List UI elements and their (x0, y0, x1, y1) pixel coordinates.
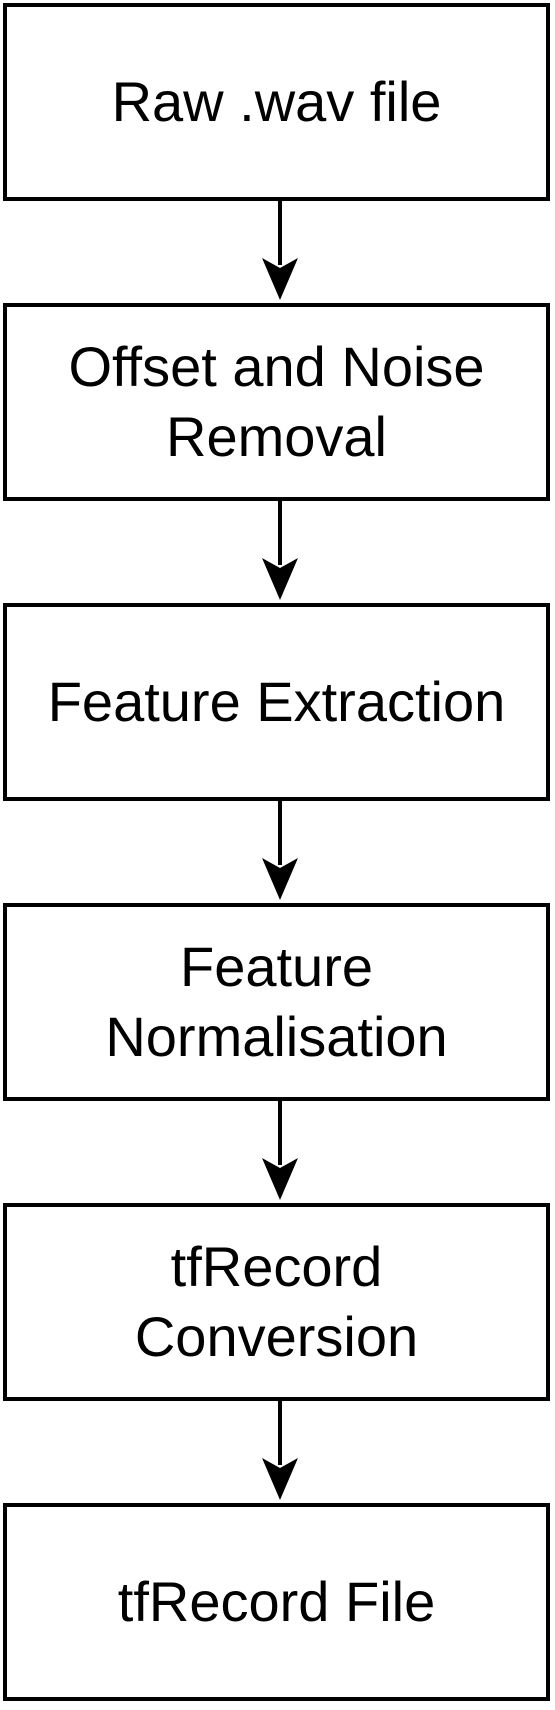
step-label: Offset and Noise Removal (68, 335, 485, 468)
step-tfrecord-file: tfRecord File (3, 1503, 550, 1701)
arrow-3 (262, 801, 298, 900)
step-label: Raw .wav file (111, 70, 442, 133)
step-label: tfRecord File (117, 1570, 436, 1633)
step-offset-noise-removal: Offset and Noise Removal (3, 303, 550, 501)
step-raw-wav-file: Raw .wav file (3, 3, 550, 201)
arrow-2 (262, 501, 298, 600)
step-feature-extraction: Feature Extraction (3, 603, 550, 801)
arrow-1 (262, 201, 298, 300)
arrow-4 (262, 1101, 298, 1200)
step-feature-normalisation: Feature Normalisation (3, 903, 550, 1101)
step-label: Feature Normalisation (105, 935, 448, 1068)
step-tfrecord-conversion: tfRecord Conversion (3, 1203, 550, 1401)
step-label: Feature Extraction (47, 670, 506, 733)
arrow-5 (262, 1401, 298, 1500)
step-label: tfRecord Conversion (134, 1235, 419, 1368)
